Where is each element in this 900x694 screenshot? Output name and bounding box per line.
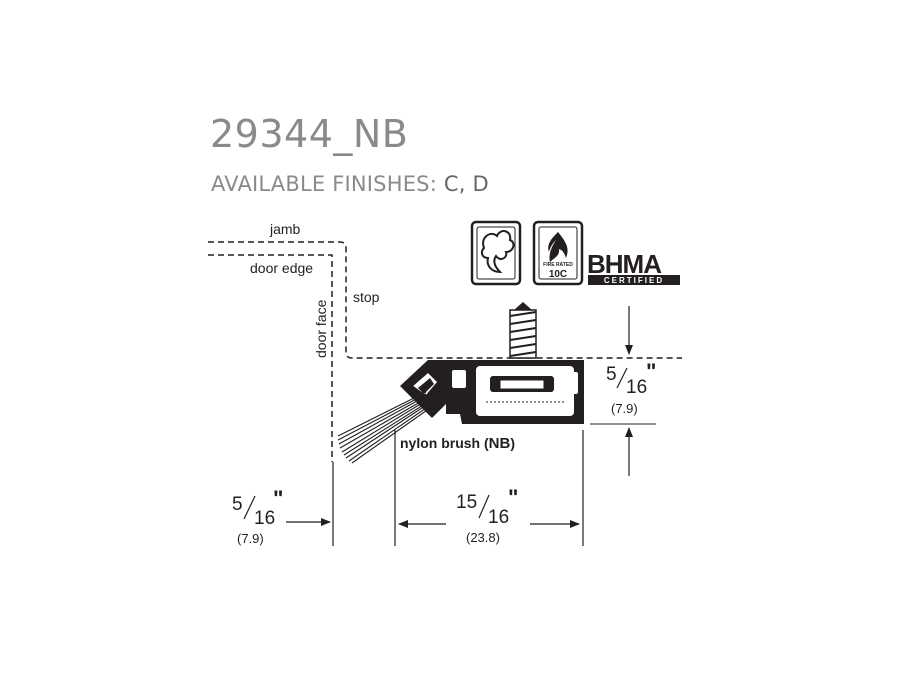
height-dimension: 5 16 " (7.9) bbox=[590, 306, 656, 476]
width-mm: (23.8) bbox=[466, 530, 500, 545]
door-edge-label: door edge bbox=[250, 260, 313, 276]
height-num: 5 bbox=[606, 364, 617, 385]
height-den: 16 bbox=[626, 377, 647, 398]
offset-num: 5 bbox=[232, 494, 243, 515]
fire-rated-icon: FIRE RATED 10C bbox=[532, 220, 584, 286]
fire-rated-text: FIRE RATED bbox=[543, 262, 573, 268]
fire-rating-value: 10C bbox=[549, 269, 567, 280]
height-unit: " bbox=[646, 359, 656, 384]
frame-outline bbox=[208, 241, 682, 462]
product-model-title: 29344_NB bbox=[210, 112, 409, 156]
finishes-codes: C, D bbox=[443, 172, 489, 196]
width-num: 15 bbox=[456, 492, 477, 513]
screw bbox=[509, 302, 537, 359]
width-den: 16 bbox=[488, 507, 509, 528]
door-face-label: door face bbox=[313, 299, 329, 358]
stop-label: stop bbox=[353, 289, 380, 305]
finishes-label: AVAILABLE FINISHES: bbox=[211, 172, 444, 196]
nylon-brush-label: nylon brush (NB) bbox=[400, 435, 515, 452]
door-edge-line bbox=[208, 254, 333, 462]
available-finishes: AVAILABLE FINISHES: C, D bbox=[211, 172, 489, 196]
width-dimension: 15 16 " (23.8) bbox=[394, 430, 584, 546]
bhma-text: BHMA bbox=[587, 249, 662, 279]
nylon-brush-code: NB bbox=[489, 435, 511, 452]
nylon-brush-suffix: ) bbox=[510, 435, 515, 451]
width-unit: " bbox=[508, 485, 518, 510]
smoke-rated-icon bbox=[470, 220, 522, 286]
bhma-certified-logo: BHMA CERTIFIED bbox=[587, 249, 680, 285]
nylon-brush-prefix: nylon brush ( bbox=[400, 435, 489, 451]
jamb-line bbox=[208, 241, 682, 359]
offset-unit: " bbox=[273, 486, 283, 511]
offset-dimension: 5 16 " (7.9) bbox=[232, 462, 334, 546]
offset-den: 16 bbox=[254, 508, 275, 529]
jamb-label: jamb bbox=[269, 221, 301, 237]
weatherstrip-extrusion bbox=[400, 360, 584, 424]
bhma-sub-text: CERTIFIED bbox=[604, 276, 664, 285]
offset-mm: (7.9) bbox=[237, 531, 264, 546]
nylon-brush bbox=[337, 391, 431, 464]
height-mm: (7.9) bbox=[611, 401, 638, 416]
